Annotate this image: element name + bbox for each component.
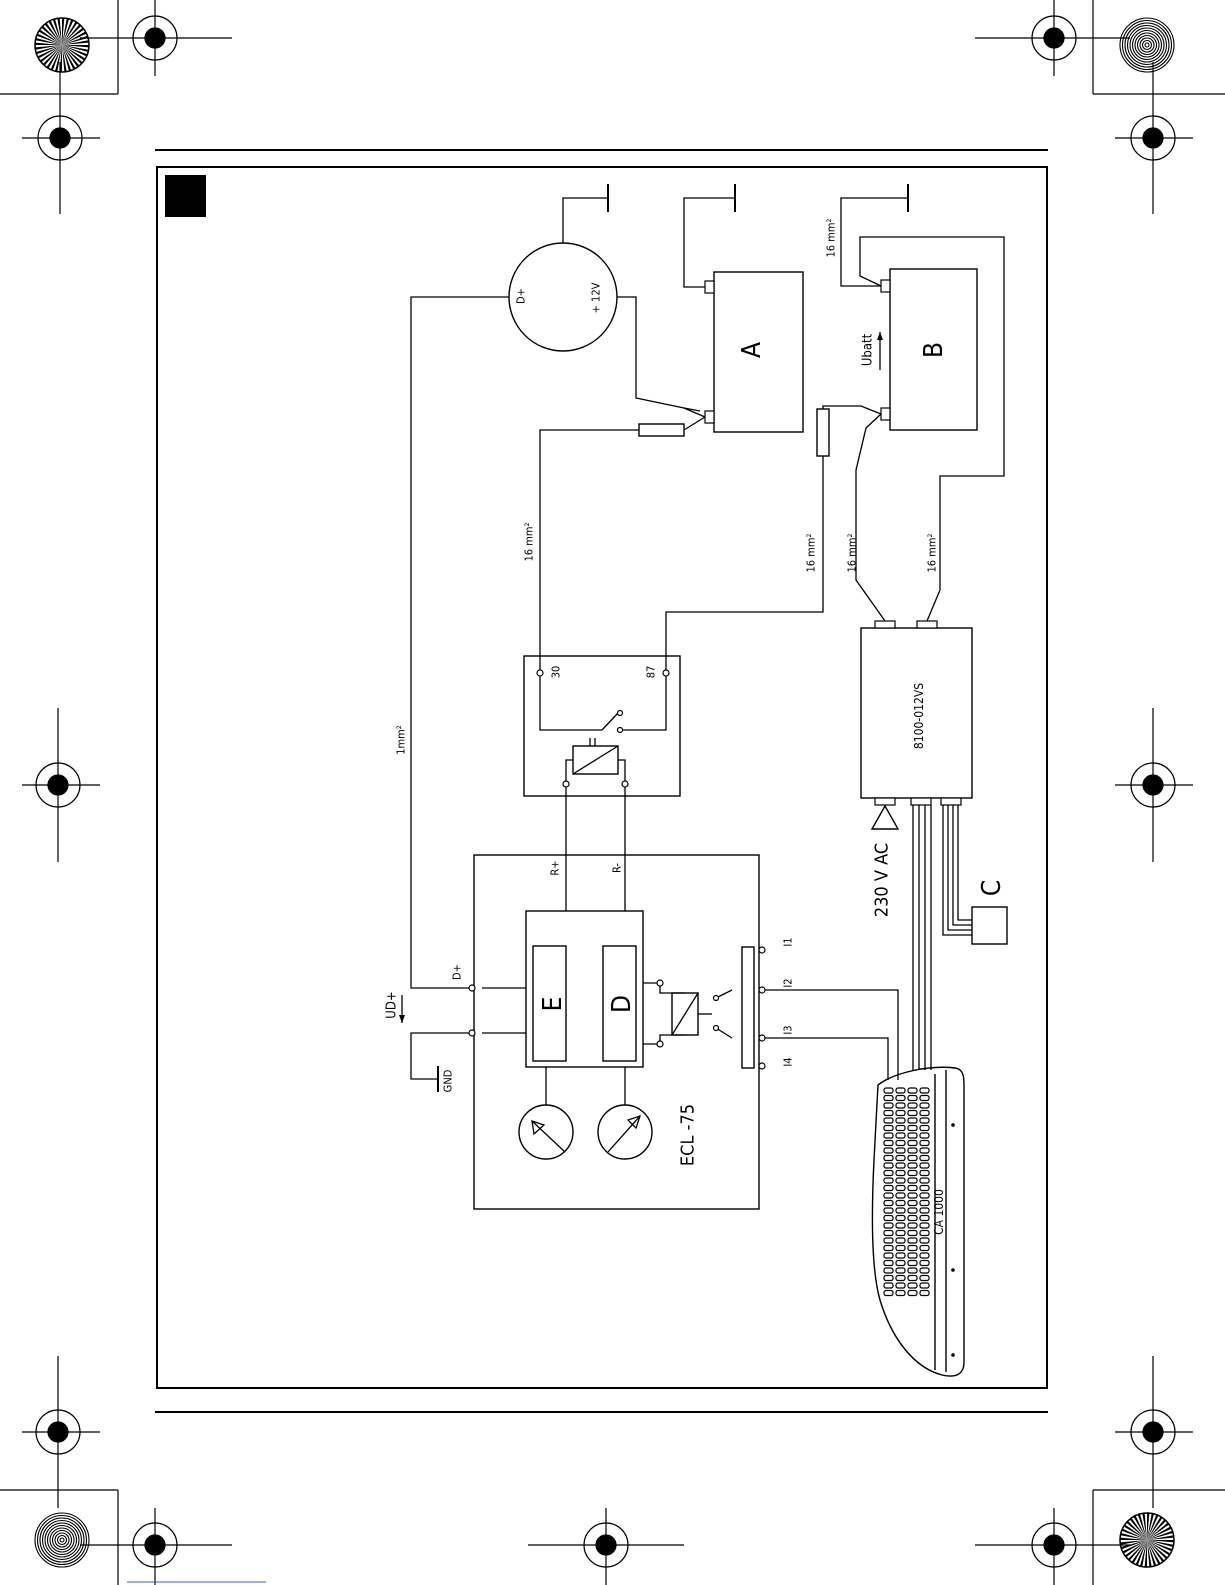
target-mark-bottom-center	[528, 1508, 684, 1585]
starburst-top-left	[35, 18, 89, 72]
target-mark-bottom-left	[80, 1508, 232, 1585]
concentric-top-right	[1120, 18, 1174, 72]
battery-b: B 16 mm² Ubatt	[825, 184, 978, 430]
figure-number-block	[165, 175, 206, 217]
battery-a-label: A	[737, 342, 767, 358]
r-plus-label: R+	[549, 860, 562, 875]
starburst-bottom-right	[1120, 1513, 1174, 1567]
relay-pin-30: 30	[550, 666, 563, 679]
target-mark-bottom-right	[975, 1508, 1130, 1585]
target-mark-right-middle	[1115, 708, 1193, 862]
inverter: 8100-012VS 230 V AC	[861, 621, 972, 917]
target-mark-top-right	[975, 0, 1130, 76]
module-d-label: D	[607, 995, 637, 1013]
target-mark-right-bottom	[1115, 1356, 1193, 1508]
target-mark-left-bottom	[22, 1356, 100, 1508]
cable-label-relay-87: 16 mm²	[805, 533, 818, 572]
input-i3-label: I3	[782, 1025, 795, 1034]
cable-label-b-ground: 16 mm²	[825, 218, 838, 257]
alternator-12v-label: + 12V	[590, 282, 603, 313]
cable-label-1mm2: 1mm²	[395, 725, 408, 755]
target-mark-left-top	[22, 62, 100, 214]
alternator: D+ + 12V	[509, 184, 617, 351]
input-i2-label: I2	[782, 978, 795, 987]
relay-pin-87: 87	[645, 666, 658, 679]
fuse-a	[639, 424, 684, 436]
charger: C	[943, 805, 1007, 944]
module-e-label: E	[538, 997, 568, 1012]
inverter-label: 8100-012VS	[912, 683, 926, 749]
cable-label-inverter-plus: 16 mm²	[846, 533, 859, 572]
wiring: 1mm² 16 mm² 16 mm² 16 mm² 16 mm²	[395, 237, 1005, 1080]
ud-plus-label: UD+	[385, 991, 400, 1018]
controller-d-plus-label: D+	[451, 964, 464, 980]
controller: E D I1 I2 I3 I4 R+ R- D+	[451, 855, 795, 1209]
ud-gnd: UD+ GND	[385, 991, 470, 1092]
input-i1-label: I1	[782, 937, 795, 946]
alternator-d-plus-label: D+	[515, 288, 528, 304]
target-mark-top-left	[80, 0, 232, 76]
cable-label-relay-30: 16 mm²	[523, 522, 536, 561]
aircon-unit: CA 1000	[872, 1067, 964, 1376]
relay: 30 87	[524, 656, 680, 796]
target-mark-right-top	[1115, 62, 1193, 214]
fuse-b	[817, 409, 829, 456]
concentric-bottom-left	[35, 1513, 89, 1567]
controller-name-label: ECL -75	[678, 1104, 699, 1166]
figure-frame	[157, 167, 1047, 1388]
ubatt-label: Ubatt	[861, 333, 876, 366]
target-mark-left-middle	[22, 708, 100, 862]
input-i4-label: I4	[782, 1057, 795, 1066]
gnd-label: GND	[442, 1069, 455, 1092]
battery-a: A	[684, 184, 803, 432]
aircon-label: CA 1000	[932, 1189, 946, 1235]
battery-b-label: B	[919, 342, 949, 358]
r-minus-label: R-	[611, 863, 624, 873]
gauge-left	[519, 1105, 573, 1159]
charger-label: C	[977, 880, 1007, 896]
cable-label-inverter-minus: 16 mm²	[926, 533, 939, 572]
ac-input-label: 230 V AC	[872, 843, 893, 917]
